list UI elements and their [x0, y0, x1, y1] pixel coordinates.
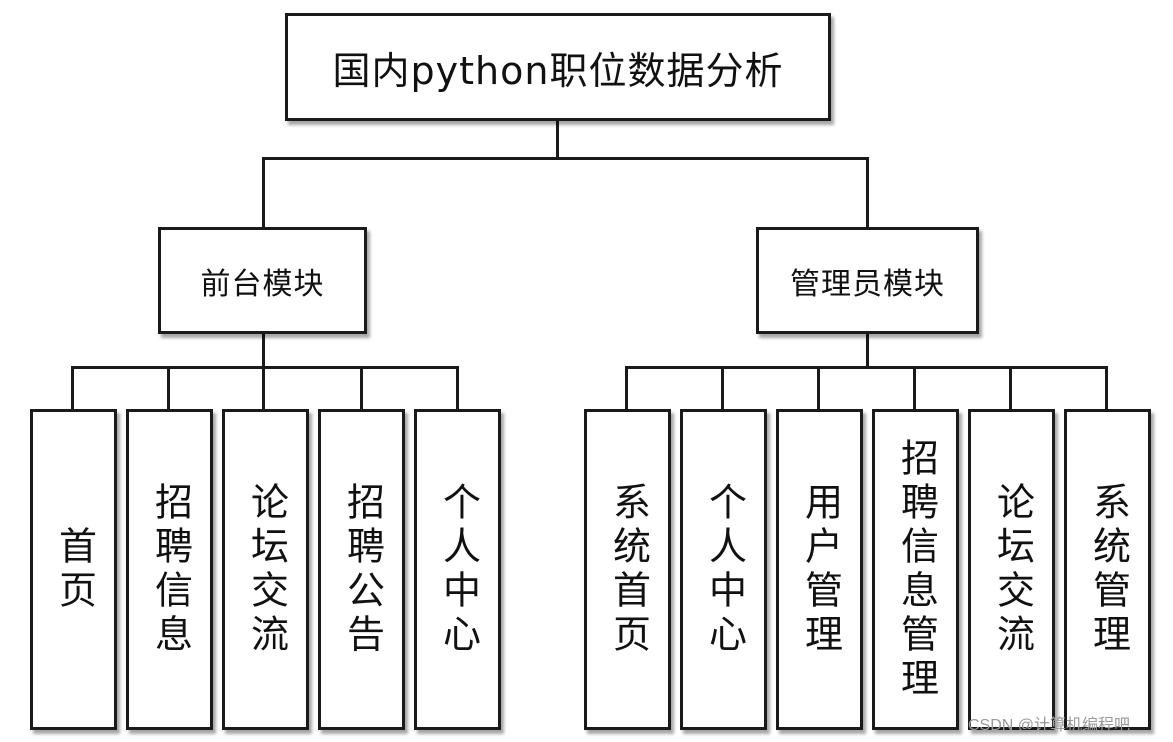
- connector-admin-leaf-5: [1009, 366, 1012, 410]
- leaf-node-label: 系统管理: [1086, 481, 1131, 658]
- module-node-admin: 管理员模块: [756, 227, 979, 334]
- module-node-admin-label: 管理员模块: [790, 266, 945, 302]
- leaf-node-label: 招聘公告: [340, 481, 385, 658]
- connector-admin-leaf-2: [721, 366, 724, 410]
- connector-admin-leaf-3: [817, 366, 820, 410]
- leaf-node-admin-6: 系统管理: [1064, 409, 1151, 730]
- leaf-node-label: 招聘信息: [148, 481, 193, 658]
- root-node: 国内python职位数据分析: [285, 13, 831, 121]
- connector-admin-leaf-4: [913, 366, 916, 410]
- leaf-node-frontend-1: 首页: [30, 409, 117, 730]
- leaf-node-admin-1: 系统首页: [584, 409, 671, 730]
- connector-front-leaf-2: [167, 366, 170, 410]
- leaf-node-label: 个人中心: [436, 481, 481, 658]
- leaf-node-label: 论坛交流: [244, 481, 289, 658]
- leaf-node-label: 用户管理: [798, 481, 843, 658]
- connector-front-leaf-5: [456, 366, 459, 410]
- leaf-node-frontend-5: 个人中心: [414, 409, 501, 730]
- leaf-node-admin-3: 用户管理: [776, 409, 863, 730]
- connector-left-up: [262, 157, 265, 229]
- connector-admin-bar: [625, 366, 1108, 369]
- leaf-node-admin-4: 招聘信息管理: [872, 409, 959, 730]
- watermark-text: CSDN @计算机编程吧: [968, 717, 1131, 734]
- leaf-node-label: 招聘信息管理: [894, 437, 939, 702]
- connector-admin-leaf-6: [1105, 366, 1108, 410]
- leaf-node-label: 个人中心: [702, 481, 747, 658]
- leaf-node-label: 首页: [52, 525, 97, 614]
- connector-front-down: [262, 332, 265, 410]
- connector-front-bar: [71, 366, 459, 369]
- leaf-node-frontend-4: 招聘公告: [318, 409, 405, 730]
- leaf-node-label: 系统首页: [606, 481, 651, 658]
- leaf-node-admin-2: 个人中心: [680, 409, 767, 730]
- module-node-frontend: 前台模块: [158, 227, 367, 334]
- connector-right-up: [866, 157, 869, 229]
- leaf-node-frontend-2: 招聘信息: [126, 409, 213, 730]
- connector-front-leaf-4: [360, 366, 363, 410]
- leaf-node-admin-5: 论坛交流: [968, 409, 1055, 730]
- connector-admin-leaf-1: [625, 366, 628, 410]
- connector-root-bar: [262, 157, 869, 160]
- connector-root-down: [556, 120, 559, 158]
- connector-admin-down: [866, 332, 869, 367]
- root-node-label: 国内python职位数据分析: [332, 48, 784, 93]
- connector-front-leaf-1: [71, 366, 74, 410]
- leaf-node-frontend-3: 论坛交流: [222, 409, 309, 730]
- module-node-frontend-label: 前台模块: [200, 266, 325, 302]
- leaf-node-label: 论坛交流: [990, 481, 1035, 658]
